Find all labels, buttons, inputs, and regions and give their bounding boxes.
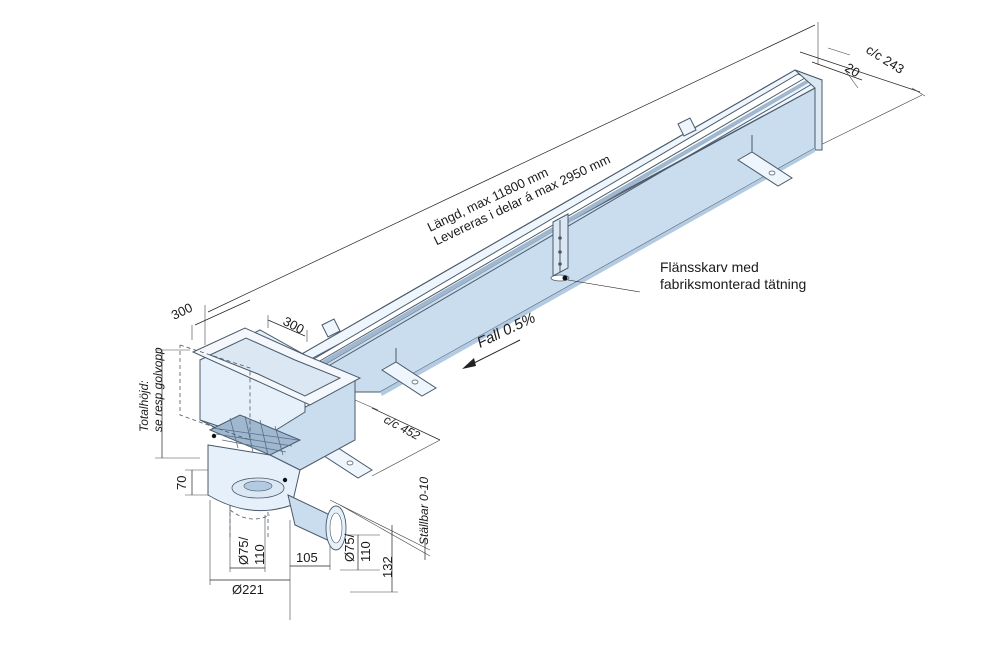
d75-110-b-line-2: 110 — [358, 541, 373, 562]
total-height-line-1: Totalhöjd: — [137, 380, 151, 432]
total-height-line-2: se resp golvopp — [151, 347, 165, 432]
d75-110-a-line-2: 110 — [252, 544, 267, 565]
d75-110-b-line-1: Ø75/ — [342, 533, 357, 562]
total-height-label: Totalhöjd: se resp golvopp — [137, 347, 165, 432]
cc-243-label: c/c 243 — [863, 42, 907, 77]
d75-110-b-label: Ø75/ 110 — [342, 533, 373, 562]
flange-label: Flänsskarv med fabriksmonterad tätning — [567, 259, 806, 293]
d75-110-a-label: Ø75/ 110 — [236, 536, 267, 565]
dim-300-top: 300 — [281, 313, 307, 336]
dim-70-label: 70 — [174, 476, 189, 490]
dim-20-label: 20 — [842, 60, 862, 80]
flange-line-1: Flänsskarv med — [660, 259, 759, 275]
dim-132-label: 132 — [380, 556, 395, 578]
cc-452-label: c/c 452 — [382, 412, 423, 443]
d75-110-a-line-1: Ø75/ — [236, 536, 251, 565]
dim-300-left: 300 — [169, 300, 195, 323]
flange-joint — [550, 213, 570, 282]
flange-line-2: fabriksmonterad tätning — [660, 276, 806, 292]
strainer-grid — [211, 415, 299, 456]
dim-105-label: 105 — [296, 550, 318, 565]
support-feet — [317, 117, 793, 479]
adjust-label: Ställbar 0-10 — [417, 477, 431, 545]
d221-label: Ø221 — [232, 582, 264, 597]
gully-box — [179, 327, 362, 551]
